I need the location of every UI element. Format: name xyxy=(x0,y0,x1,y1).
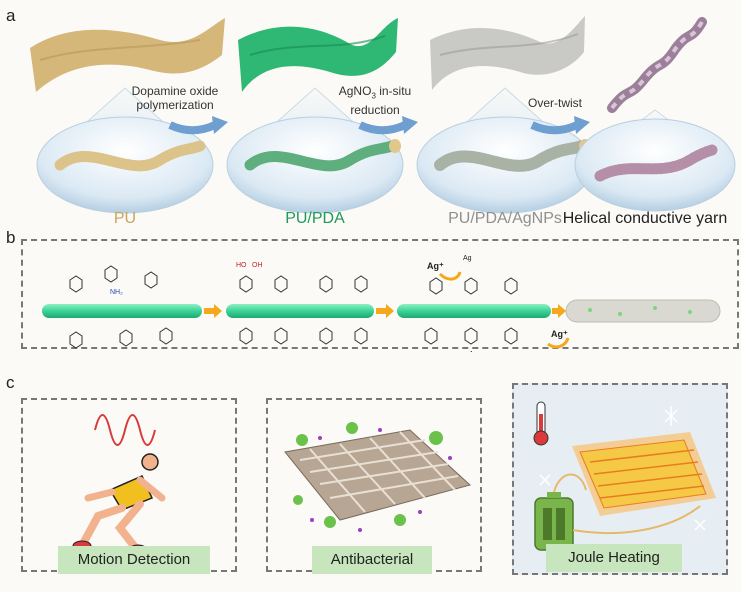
pu-rod-1 xyxy=(42,304,202,318)
woven-fabric xyxy=(284,429,472,521)
step-label-reduction: AgNO3 in-situ reduction xyxy=(325,84,425,117)
pu-rod-2 xyxy=(226,304,374,318)
arrow-step-1 xyxy=(168,116,228,135)
step-2-line-1: AgNO3 in-situ xyxy=(338,84,412,101)
catechol-rings xyxy=(69,265,518,349)
applications-illustration xyxy=(72,401,716,556)
pu-pda-agnps-fiber-bundle xyxy=(430,16,585,90)
arrow-step-2 xyxy=(358,116,418,135)
caption-motion-detection: Motion Detection xyxy=(58,546,210,574)
step-1-line-2: polymerization xyxy=(136,98,214,112)
material-label-pu-pda: PU/PDA xyxy=(285,210,345,227)
ag-plus-label-bottom: Ag⁺ xyxy=(551,329,568,339)
ag-label-top: Ag xyxy=(463,255,472,262)
caption-joule-heating: Joule Heating xyxy=(546,544,682,572)
step-1-line-1: Dopamine oxide xyxy=(131,84,219,98)
silver-ions xyxy=(310,428,452,532)
chem-nh2-label: NH₂ xyxy=(110,289,123,296)
step-3-line-1: Over-twist xyxy=(528,96,582,110)
heating-fabric xyxy=(572,432,716,516)
panel-b-chemistry-box xyxy=(21,239,739,349)
magnifier-pu-pda-agnps xyxy=(416,87,594,214)
battery-icon xyxy=(534,473,701,551)
runner-figure xyxy=(72,453,166,556)
magnifier-pu-pda xyxy=(226,87,404,214)
panel-label-c: c xyxy=(6,373,15,392)
snowflake-icons xyxy=(539,406,706,531)
ag-curl-arrow-bottom xyxy=(547,337,570,349)
ag-label-bottom: Ag xyxy=(469,351,478,352)
arrow-step-3 xyxy=(530,116,590,135)
chem-ho-label: HO xyxy=(236,262,247,269)
fabrication-process-illustration xyxy=(30,16,736,214)
chemistry-scheme: HO OH NH₂ Ag⁺ Ag⁺ Ag Ag xyxy=(42,255,721,352)
pu-fiber-bundle xyxy=(30,18,225,92)
magnifier-pu xyxy=(36,87,214,214)
agnp-dots xyxy=(588,306,692,316)
step-2-line-2: reduction xyxy=(350,103,400,118)
helical-yarn xyxy=(607,17,707,113)
caption-antibacterial: Antibacterial xyxy=(312,546,432,574)
chem-arrows xyxy=(204,304,566,318)
pu-pda-fiber-bundle xyxy=(238,18,398,92)
material-label-pu-pda-agnps: PU/PDA/AgNPs xyxy=(448,210,562,227)
ag-curl-arrow-top xyxy=(438,271,462,281)
material-label-helical-yarn: Helical conductive yarn xyxy=(562,210,728,227)
motion-signal-wave xyxy=(94,414,156,446)
ag-plus-label-top: Ag⁺ xyxy=(427,261,444,271)
step-label-polymerization: Dopamine oxide polymerization xyxy=(120,84,230,112)
panel-label-a: a xyxy=(6,6,16,25)
thermometer-icon xyxy=(533,401,549,446)
bacteria xyxy=(293,422,443,528)
magnifier-helical-yarn xyxy=(574,109,736,212)
chem-oh-label: OH xyxy=(252,262,263,269)
panel-label-b: b xyxy=(6,228,16,247)
material-label-pu: PU xyxy=(113,210,137,227)
pu-rod-3 xyxy=(397,304,551,318)
step-label-over-twist: Over-twist xyxy=(515,96,595,110)
